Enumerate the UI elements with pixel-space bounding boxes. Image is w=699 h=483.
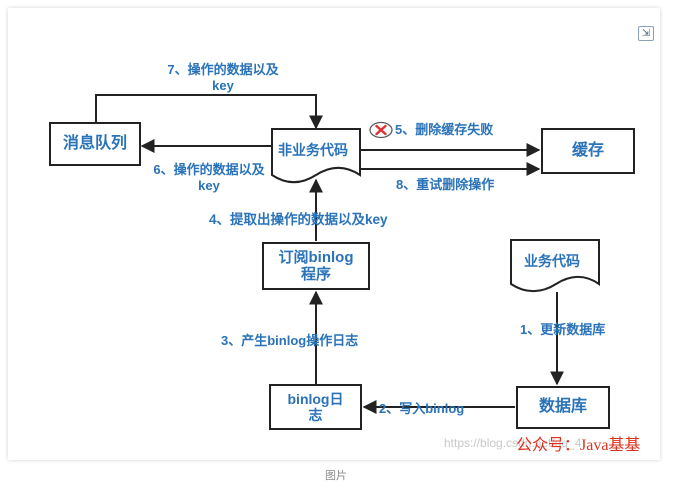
cache-label: 缓存 [571, 141, 604, 159]
edge-5-label: 5、删除缓存失败 [395, 122, 494, 137]
binlog-log-label-2: 志 [308, 407, 323, 423]
message-queue-label: 消息队列 [62, 134, 127, 152]
subscribe-binlog-label-2: 程序 [300, 266, 331, 283]
edge-6-label-line2: key [198, 178, 220, 193]
database-label: 数据库 [538, 398, 587, 416]
subscribe-binlog-node: 订阅binlog 程序 [262, 242, 370, 290]
subscribe-binlog-label: 订阅binlog [278, 248, 354, 266]
image-caption: 图片 [325, 470, 347, 482]
edge-7-label-line2: key [212, 78, 234, 93]
edge-6-label-line1: 6、操作的数据以及 [153, 162, 265, 177]
edge-4-label: 4、提取出操作的数据以及key [209, 212, 388, 227]
bizcode-doc-shape [510, 239, 600, 293]
business-code-label: 业务代码 [524, 253, 580, 269]
edge-1-label: 1、更新数据库 [520, 322, 606, 337]
database-node: 数据库 [516, 386, 610, 429]
edge-6-label: 6、操作的数据以及 key [142, 162, 276, 194]
brand-watermark: 公众号：Java基基 [516, 437, 641, 454]
message-queue-node: 消息队列 [49, 122, 141, 166]
edge-7 [95, 94, 323, 130]
edge-7-label-line1: 7、操作的数据以及 [167, 62, 279, 77]
cache-node: 缓存 [541, 128, 635, 174]
edge-8-label: 8、重试删除操作 [396, 177, 495, 192]
binlog-log-node: binlog日 志 [269, 384, 362, 430]
binlog-log-label: binlog日 [287, 390, 344, 407]
nonbiz-doc-shape [271, 128, 361, 184]
x-circle-icon [369, 121, 393, 139]
edge-2-label: 2、写入binlog [379, 401, 465, 416]
expand-icon[interactable]: ⇲ [638, 26, 654, 41]
edge-3-label: 3、产生binlog操作日志 [221, 333, 359, 348]
source-watermark: https://blog.csdn.net/qq_4 [444, 436, 582, 450]
edge-7-label: 7、操作的数据以及 key [153, 62, 293, 94]
non-business-code-label: 非业务代码 [278, 142, 348, 158]
